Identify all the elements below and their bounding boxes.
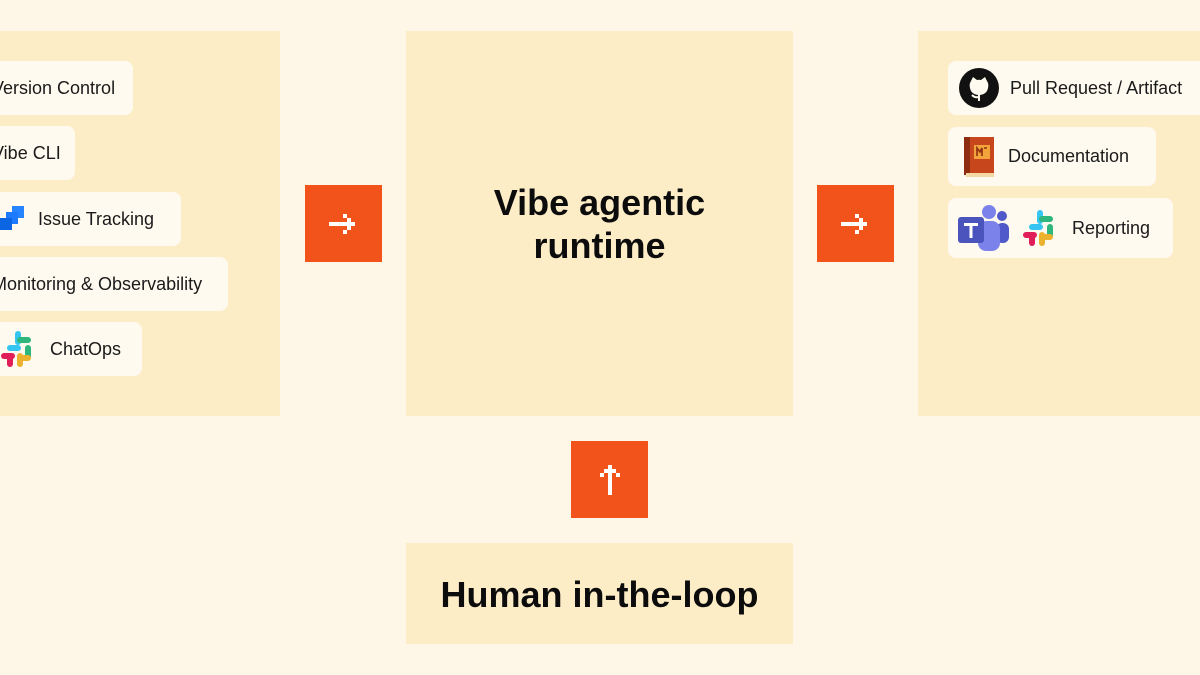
input-item-label: Vibe CLI xyxy=(0,142,61,163)
teams-icon xyxy=(956,203,1010,253)
book-icon xyxy=(960,135,998,179)
arrow-right-icon xyxy=(328,213,355,234)
input-item-version-control: Version Control xyxy=(0,61,133,115)
slack-icon xyxy=(0,328,40,370)
human-panel xyxy=(406,543,793,644)
runtime-title-line1: Vibe agentic xyxy=(493,182,706,223)
input-item-vibe-cli: Vibe CLI xyxy=(0,126,75,180)
jira-icon xyxy=(0,204,28,234)
runtime-title-line2: runtime xyxy=(533,225,666,267)
runtime-to-output-arrow xyxy=(817,185,894,262)
arrow-up-icon xyxy=(599,464,620,495)
arrow-right-icon xyxy=(840,213,867,234)
human-title: Human in-the-loop xyxy=(440,574,759,615)
slack-icon xyxy=(1020,207,1062,249)
output-item-label: Reporting xyxy=(1072,217,1151,238)
input-item-label: Monitoring & Observability xyxy=(0,273,203,294)
input-item-monitoring: Monitoring & Observability xyxy=(0,257,228,311)
output-item-pull-request: Pull Request / Artifact xyxy=(948,61,1200,115)
runtime-title: Vibe agentic runtime xyxy=(406,181,793,267)
github-icon xyxy=(958,67,1000,109)
input-item-label: ChatOps xyxy=(50,338,122,359)
output-item-reporting: Reporting xyxy=(948,198,1173,258)
input-item-label: Issue Tracking xyxy=(38,208,155,229)
input-item-label: Version Control xyxy=(0,77,116,98)
input-item-chatops: ChatOps xyxy=(0,322,142,376)
output-item-documentation: Documentation xyxy=(948,127,1156,186)
runtime-panel xyxy=(406,31,793,416)
output-item-label: Documentation xyxy=(1008,146,1130,166)
input-item-issue-tracking: Issue Tracking xyxy=(0,192,181,246)
input-to-runtime-arrow xyxy=(305,185,382,262)
human-to-runtime-arrow xyxy=(571,441,648,518)
output-item-label: Pull Request / Artifact xyxy=(1010,77,1183,98)
